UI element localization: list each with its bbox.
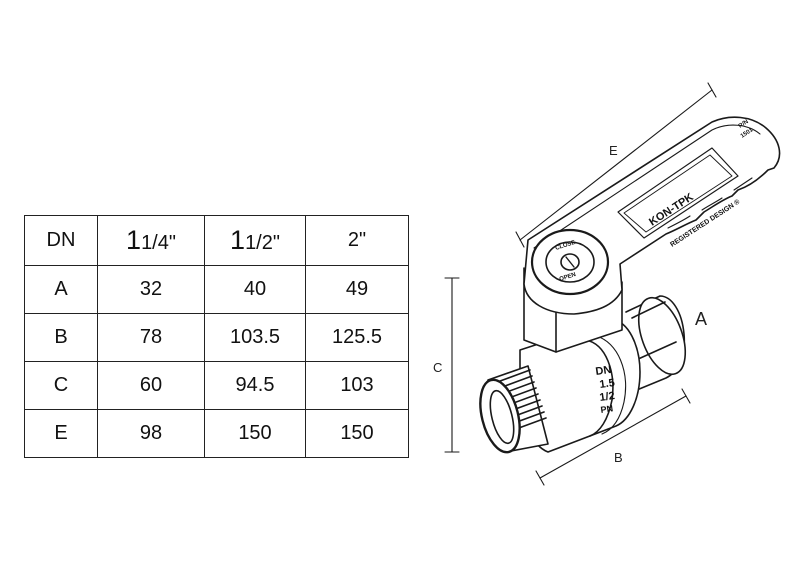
table-cell: 49 xyxy=(305,265,409,314)
table-cell: 98 xyxy=(97,409,205,458)
header-size-1-whole: 1 xyxy=(126,225,142,255)
table-cell: 32 xyxy=(97,265,205,314)
header-size-3-frac: 2" xyxy=(347,229,367,251)
table-cell: 40 xyxy=(204,265,306,314)
dimension-table: DN 11/4" 11/2" 2" A 32 40 49 B 78 103.5 … xyxy=(24,215,409,458)
threaded-end xyxy=(479,365,549,454)
table-row-b: B 78 103.5 125.5 xyxy=(24,313,409,362)
header-size-2-frac: 1/2" xyxy=(245,232,280,254)
cap-text-open: OPEN xyxy=(559,272,577,283)
body-marking: DN 1.5 1/2 PN xyxy=(595,364,616,415)
label-e: E xyxy=(609,143,618,158)
body-marking-pn: PN xyxy=(600,403,614,415)
dimension-c xyxy=(444,277,460,453)
label-c: C xyxy=(433,360,442,375)
table-cell: 150 xyxy=(204,409,306,458)
header-size-1-frac: 1/4" xyxy=(141,232,176,254)
dimension-b xyxy=(535,388,691,486)
table-cell: 60 xyxy=(97,361,205,410)
table-cell: 103 xyxy=(305,361,409,410)
header-size-1: 11/4" xyxy=(97,215,205,266)
table-row-c: C 60 94.5 103 xyxy=(24,361,409,410)
body-marking-dn: DN xyxy=(595,364,612,378)
row-label: C xyxy=(24,361,98,410)
header-size-3: 2" xyxy=(305,215,409,266)
handle-cap xyxy=(530,228,610,296)
body-marking-size: 1.5 xyxy=(599,377,616,391)
body-marking-frac: 1/2 xyxy=(599,390,616,404)
header-size-2-whole: 1 xyxy=(230,225,246,255)
handle-end-text-1: R/N xyxy=(738,119,750,130)
table-row-a: A 32 40 49 xyxy=(24,265,409,314)
table-header-row: DN 11/4" 11/2" 2" xyxy=(24,215,409,266)
label-a: A xyxy=(695,309,707,329)
header-size-2: 11/2" xyxy=(204,215,306,266)
table-cell: 94.5 xyxy=(204,361,306,410)
table-cell: 78 xyxy=(97,313,205,362)
table-row-e: E 98 150 150 xyxy=(24,409,409,458)
row-label: E xyxy=(24,409,98,458)
label-b: B xyxy=(614,450,623,465)
row-label: A xyxy=(24,265,98,314)
header-dn: DN xyxy=(24,215,98,266)
table-cell: 150 xyxy=(305,409,409,458)
dimension-e xyxy=(515,82,717,248)
